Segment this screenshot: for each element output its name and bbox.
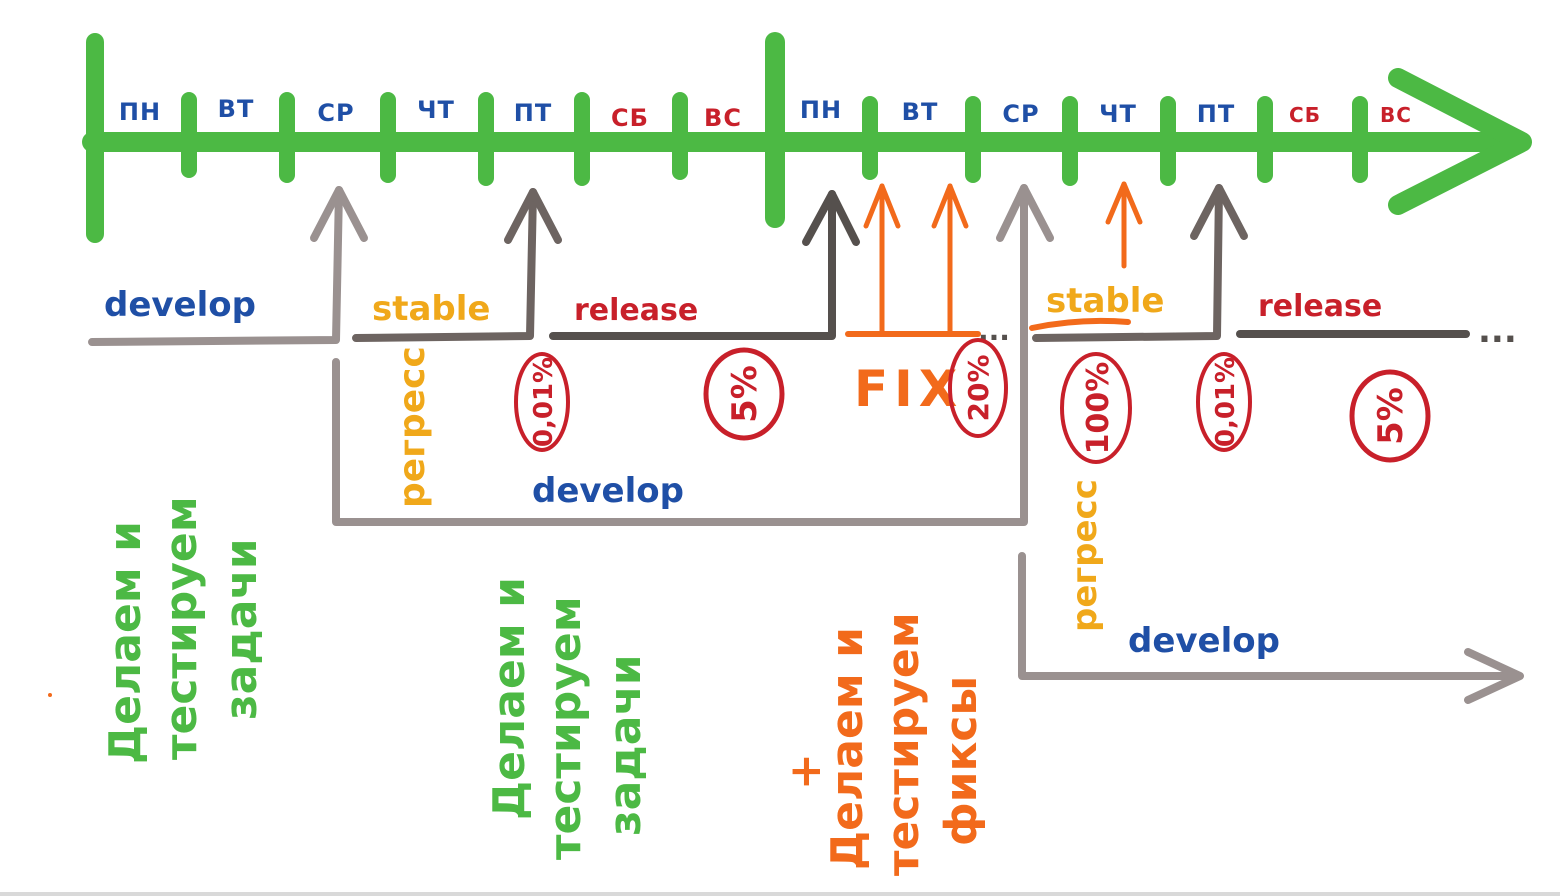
rollout-circle bbox=[1060, 352, 1132, 464]
rollout-circle bbox=[703, 347, 785, 441]
branch-labels: develop stable release develop stable re… bbox=[104, 281, 1517, 661]
day-label-thu: ЧТ bbox=[417, 96, 455, 124]
day-label-thu: ЧТ bbox=[1099, 100, 1137, 128]
day-label-fri: ПТ bbox=[1197, 100, 1235, 128]
stable-underline bbox=[1029, 317, 1131, 331]
rollout-percent: 0,01% bbox=[529, 357, 559, 447]
note-line: Делаем и bbox=[100, 521, 151, 764]
timeline bbox=[82, 32, 1532, 243]
rollout-marker: 0,01% bbox=[514, 352, 570, 452]
day-label-fri: ПТ bbox=[514, 99, 552, 127]
develop-label: develop bbox=[532, 471, 684, 511]
rollout-marker: 100% bbox=[1060, 352, 1132, 464]
release-label: release bbox=[1258, 289, 1382, 324]
develop-label: develop bbox=[1128, 621, 1280, 661]
stray-dot bbox=[48, 693, 52, 697]
rollout-percent: 5% bbox=[1371, 387, 1411, 445]
continuation-dots: ... bbox=[1478, 311, 1517, 351]
day-label-sun: ВС bbox=[1380, 103, 1412, 127]
regress-label: регресс bbox=[1065, 479, 1105, 632]
stable-branch-line bbox=[1032, 184, 1223, 342]
release-label: release bbox=[574, 293, 698, 328]
stable-label: stable bbox=[372, 289, 491, 329]
right-arrowhead bbox=[1464, 648, 1524, 704]
develop-branch-line bbox=[332, 184, 1028, 526]
note-line: фиксы bbox=[936, 676, 987, 846]
rollout-circle bbox=[514, 352, 570, 452]
up-arrowhead bbox=[310, 186, 368, 242]
branch-lines bbox=[88, 181, 1524, 704]
bottom-border bbox=[0, 892, 1560, 896]
day-label-wed: СР bbox=[1002, 100, 1039, 128]
day-label-sun: ВС bbox=[704, 104, 742, 132]
regress-label: регресс bbox=[392, 346, 433, 508]
note-line: задачи bbox=[600, 654, 651, 836]
up-arrowhead bbox=[863, 183, 901, 229]
day-label-tue: ВТ bbox=[902, 98, 939, 126]
day-label-sat: СБ bbox=[1289, 103, 1321, 127]
day-label-mon: ПН bbox=[119, 98, 161, 126]
rollout-marker: 5% bbox=[1349, 369, 1431, 463]
day-label-sat: СБ bbox=[611, 104, 649, 132]
release-branch-line bbox=[549, 190, 836, 340]
rollout-percent: 20% bbox=[962, 354, 995, 421]
rollout-marker: 5% bbox=[703, 347, 785, 441]
rollout-marker: 20% bbox=[948, 338, 1008, 438]
day-labels: ПН ВТ СР ЧТ ПТ СБ ВС ПН ВТ СР ЧТ ПТ СБ В… bbox=[119, 95, 1412, 132]
stable-label: stable bbox=[1046, 281, 1165, 321]
timeline-arrowhead bbox=[1388, 68, 1532, 215]
up-arrowhead bbox=[504, 188, 562, 244]
day-label-wed: СР bbox=[317, 99, 354, 127]
up-arrowhead bbox=[802, 190, 860, 246]
stable-branch-line bbox=[352, 188, 537, 342]
rollout-percent: 5% bbox=[725, 365, 765, 423]
rollout-markers: 0,01% 5% 20% 100% 0,01% 5% bbox=[514, 338, 1431, 464]
develop-branch-line bbox=[88, 186, 343, 346]
day-label-mon: ПН bbox=[800, 96, 842, 124]
rollout-percent: 100% bbox=[1081, 362, 1116, 455]
note-line: тестируем bbox=[156, 496, 207, 760]
up-arrowhead bbox=[931, 183, 969, 229]
rollout-circle bbox=[1196, 352, 1252, 452]
day-ticks bbox=[181, 92, 1368, 186]
note-line: тестируем bbox=[540, 596, 591, 860]
rollout-circle bbox=[948, 338, 1008, 438]
rollout-circle bbox=[1349, 369, 1431, 463]
vertical-notes: регресс регресс Делаем и тестируем задач… bbox=[100, 346, 1105, 876]
day-label-tue: ВТ bbox=[218, 95, 255, 123]
note-line: тестируем bbox=[878, 612, 929, 876]
develop-branch-line bbox=[1018, 552, 1522, 680]
fix-label: FIX bbox=[854, 360, 963, 418]
up-arrowhead bbox=[1105, 181, 1143, 225]
note-line: задачи bbox=[216, 538, 267, 720]
note-line: Делаем и bbox=[822, 627, 873, 870]
plus-sign: + bbox=[780, 753, 831, 790]
note-line: Делаем и bbox=[484, 577, 535, 820]
develop-label: develop bbox=[104, 285, 256, 325]
rollout-percent: 0,01% bbox=[1211, 357, 1241, 447]
up-arrowhead bbox=[1190, 184, 1248, 240]
rollout-marker: 0,01% bbox=[1196, 352, 1252, 452]
up-arrowhead bbox=[996, 184, 1054, 242]
